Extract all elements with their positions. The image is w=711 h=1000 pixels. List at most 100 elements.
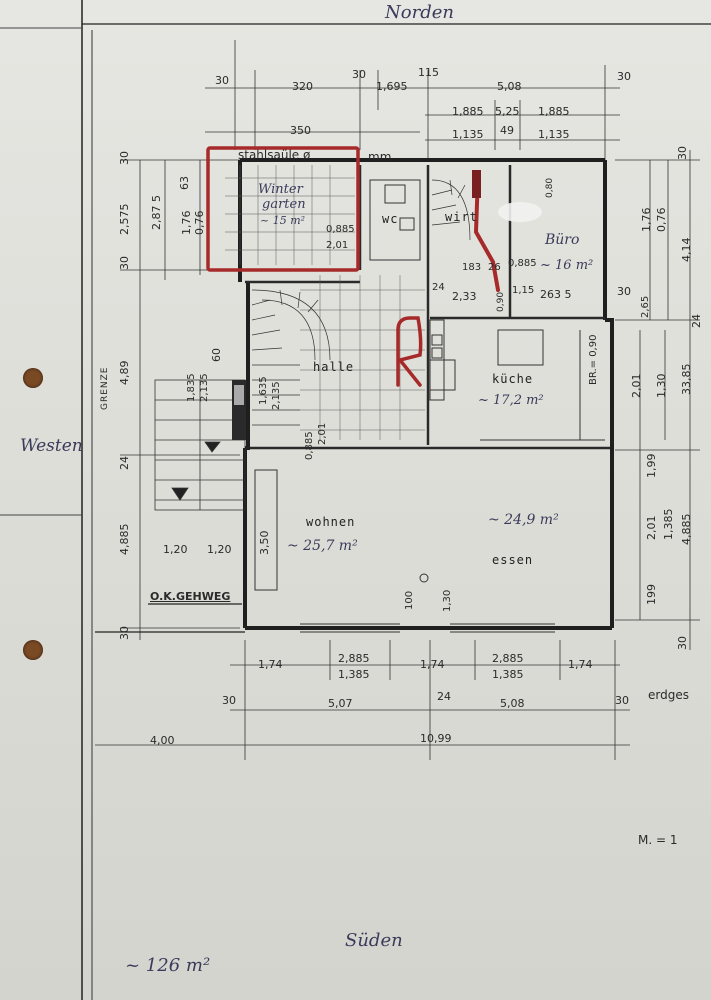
dim-inner: 0,90 [496,291,506,312]
right-dimension-chains [615,150,700,650]
wirtschaft-label: wirt [445,210,478,224]
dim-inner: 2,135 [271,381,282,410]
wc-fixtures [369,179,421,261]
dim-right: 2,01 [645,515,658,541]
dim-inner: 24 [432,282,445,293]
halle-label: halle [313,360,355,374]
upper-staircase [431,179,471,241]
dim-bottom: 24 [437,690,451,703]
kitchen-fixtures [429,319,605,441]
dim-right: 30 [676,146,689,160]
wc-label: wc [382,212,399,226]
punch-hole-upper [23,368,43,388]
dim-left: 4,885 [118,523,131,556]
dim-right: 4,14 [680,237,693,263]
dim-top: 49 [500,124,514,137]
correction-patch [498,202,542,222]
sidewalk-line [95,603,245,633]
dim-right: 33,85 [680,363,693,396]
dim-inner: 1,20 [163,543,188,556]
dim-inner: 0,80 [545,177,555,198]
buero-area: ~ 16 m² [540,258,594,273]
dim-top: 320 [292,80,313,93]
dim-bottom: 5,08 [500,697,525,710]
gehweg-label: O.K.GEHWEG [150,590,231,603]
dim-bottom: 10,99 [420,732,452,745]
wohnen-label: wohnen [306,515,356,529]
dim-bottom: 1,385 [338,668,370,681]
buero-label: Büro [545,232,580,248]
chimney-block [232,380,246,440]
dim-bottom: 2,885 [492,652,524,665]
dim-inner: 100 [404,590,415,610]
dim-inner: 1,15 [512,285,535,296]
dim-top: 30 [215,74,229,87]
door-marker [396,316,423,387]
dim-left: 4,89 [118,360,131,386]
dim-inner: 0,885 [304,431,315,460]
winter-garden-label-1: Winter [258,182,303,197]
dim-bottom: 2,885 [338,652,370,665]
wall-removal-marker [473,173,500,292]
wohnen-cabinet [254,469,278,591]
dim-inner: 1,30 [442,589,453,612]
dim-left: 24 [118,456,131,470]
dim-left: 30 [118,256,131,270]
dim-left: 30 [118,626,131,640]
dim-inner: 30 [617,285,631,298]
dim-left: 2,87 5 [150,195,163,230]
dim-right: 1,99 [645,453,658,479]
punch-hole-lower [23,640,43,660]
entrance-stairs [154,379,246,511]
dim-inner: 1,835 [186,373,197,402]
dim-top: 1,695 [376,80,408,93]
kueche-label: küche [492,372,534,386]
wall-marker-block [472,170,481,198]
dim-top: 1,885 [452,105,484,118]
dim-inner: 2,65 [640,295,651,318]
dim-right: 199 [645,584,658,605]
window-width-label: BR.= 0,90 [588,334,599,385]
window-marks-south [300,573,555,633]
dim-right: 30 [676,636,689,650]
dim-bottom: 4,00 [150,734,175,747]
dim-inner: 2,01 [326,240,349,251]
dim-right: 2,01 [630,373,643,399]
dim-left: 63 [178,176,191,190]
dim-inner: 1,20 [207,543,232,556]
winter-garden-area: ~ 15 m² [260,214,306,227]
dim-inner: 2,135 [199,373,210,402]
dim-right: 1,385 [662,508,675,541]
dim-bottom: 30 [615,694,629,707]
dim-inner: 3,50 [258,530,271,556]
dim-left: 0,76 [193,210,206,236]
dim-top: 350 [290,124,311,137]
essen-label: essen [492,553,534,567]
wohnen-area: ~ 25,7 m² [287,538,358,554]
dim-inner: 0,885 [326,224,355,235]
dim-top: 5,08 [497,80,522,93]
dim-top: 1,135 [538,128,570,141]
dim-left: 1,76 [180,210,193,236]
interior-walls [245,165,610,450]
winter-garden-grid [225,165,355,265]
dim-right: 1,30 [655,373,668,399]
dim-inner: 26 [488,262,501,273]
dim-top: 115 [418,66,439,79]
dim-left: 30 [118,151,131,165]
scale-label: M. = 1 [638,833,678,847]
dim-inner: 263 5 [540,288,572,301]
dim-inner: 2,01 [317,422,328,445]
dim-top: 30 [352,68,366,81]
dim-top: 1,135 [452,128,484,141]
steel-column-label: stahlsaüle ø [238,148,311,162]
dim-inner: 0,885 [508,258,537,269]
dim-bottom: 30 [222,694,236,707]
winter-garden-marker [206,146,360,272]
halle-staircase [251,289,331,426]
dim-bottom: 5,07 [328,697,353,710]
dim-top: 1,885 [538,105,570,118]
compass-north: Norden [385,2,454,23]
